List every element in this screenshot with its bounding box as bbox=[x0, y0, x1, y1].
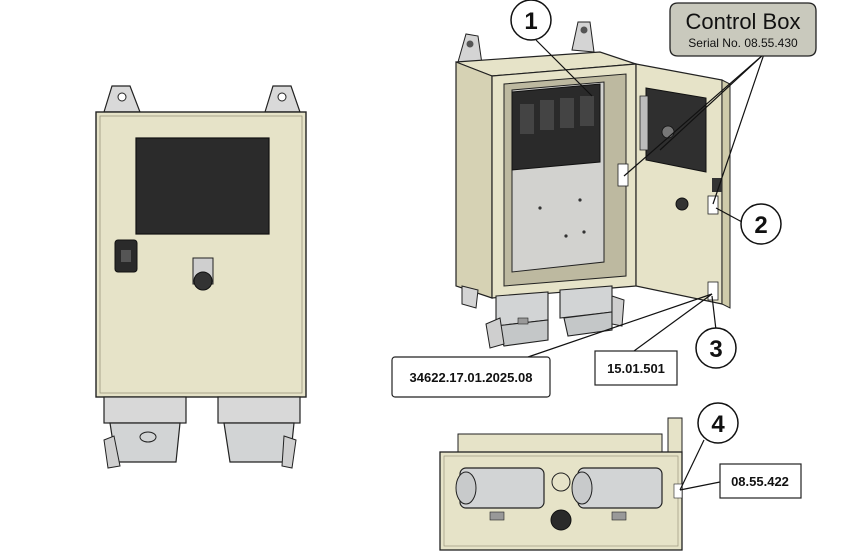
leader-part-door bbox=[633, 293, 713, 352]
plate-hole-4 bbox=[582, 230, 586, 234]
iso-door-switch-icon bbox=[675, 197, 689, 211]
iso-bracket-hole-left bbox=[466, 40, 474, 48]
bracket-hole-left bbox=[117, 92, 127, 102]
iso-bracket-left bbox=[457, 33, 483, 65]
leader-callout-4 bbox=[679, 439, 705, 491]
display-window bbox=[135, 137, 270, 235]
enclosure-front-edge bbox=[99, 115, 303, 394]
bottom-vent-hole bbox=[551, 472, 571, 492]
bottom-switch-icon bbox=[550, 509, 572, 531]
bottom-view-back-edge bbox=[457, 433, 663, 453]
front-connector-left bbox=[103, 396, 187, 469]
callout-3-number: 3 bbox=[709, 336, 722, 363]
iso-component-1 bbox=[520, 104, 534, 134]
bottom-connector-left bbox=[455, 467, 545, 521]
iso-bracket-hole-right bbox=[580, 26, 588, 34]
leader-callout-1 bbox=[535, 39, 593, 97]
iso-bottom-ear bbox=[461, 285, 479, 309]
door-lock-slot bbox=[121, 250, 131, 262]
callout-1: 1 bbox=[510, 0, 552, 41]
label-part-bottom: 08.55.422 bbox=[719, 463, 802, 499]
iso-bracket-right bbox=[571, 21, 595, 53]
bottom-view-inner bbox=[443, 455, 679, 547]
plate-hole-2 bbox=[578, 198, 582, 202]
label-main-id-text: 34622.17.01.2025.08 bbox=[410, 370, 533, 385]
iso-door-label-upper bbox=[707, 195, 719, 215]
label-part-door-text: 15.01.501 bbox=[607, 361, 665, 376]
leader-title-to-inner-label bbox=[623, 53, 765, 177]
leader-callout-3 bbox=[711, 295, 717, 331]
iso-door-display-bracket bbox=[639, 95, 649, 151]
callout-4-number: 4 bbox=[711, 411, 725, 438]
leader-lines bbox=[527, 39, 765, 491]
leader-callout-2 bbox=[715, 207, 743, 223]
plate-hole-3 bbox=[564, 234, 568, 238]
iso-component-2 bbox=[540, 100, 554, 130]
bottom-connector-right bbox=[571, 467, 663, 521]
leader-main-id bbox=[527, 293, 713, 358]
leader-title-to-door-label bbox=[712, 53, 765, 205]
callout-2: 2 bbox=[740, 203, 782, 245]
title-box-serial: Serial No. 08.55.430 bbox=[688, 36, 798, 50]
iso-connector-right bbox=[559, 285, 625, 337]
callout-4: 4 bbox=[697, 402, 739, 444]
callout-1-number: 1 bbox=[524, 8, 537, 35]
iso-component-3 bbox=[560, 98, 574, 128]
label-part-door: 15.01.501 bbox=[594, 350, 678, 386]
title-box-frame bbox=[669, 2, 817, 57]
bottom-label-sticker bbox=[673, 483, 683, 499]
callout-2-number: 2 bbox=[754, 212, 767, 239]
leader-part-bottom bbox=[679, 481, 721, 491]
callout-3: 3 bbox=[695, 327, 737, 369]
leader-title-to-door-module bbox=[659, 53, 765, 151]
bracket-hole-right bbox=[277, 92, 287, 102]
iso-door-display-knob bbox=[661, 125, 675, 139]
iso-inner-label-sticker bbox=[617, 163, 629, 187]
bottom-view-enclosure bbox=[439, 417, 683, 551]
label-part-bottom-text: 08.55.422 bbox=[731, 474, 789, 489]
label-main-id: 34622.17.01.2025.08 bbox=[391, 356, 551, 398]
title-box: Control Box Serial No. 08.55.430 bbox=[669, 2, 817, 57]
title-box-title: Control Box bbox=[686, 9, 801, 34]
front-connector-right bbox=[217, 396, 301, 469]
iso-door-hinge-block bbox=[712, 178, 722, 192]
plate-hole-1 bbox=[538, 206, 542, 210]
iso-left-side bbox=[455, 61, 493, 299]
iso-door-edge bbox=[721, 79, 731, 309]
front-view-enclosure bbox=[95, 85, 307, 469]
iso-component-4 bbox=[580, 96, 594, 126]
iso-connector-left bbox=[485, 291, 549, 349]
iso-door-label-lower bbox=[707, 281, 719, 301]
bottom-view-hinge-post bbox=[667, 417, 683, 453]
selector-switch-knob bbox=[193, 271, 213, 291]
open-enclosure-view bbox=[455, 21, 731, 349]
